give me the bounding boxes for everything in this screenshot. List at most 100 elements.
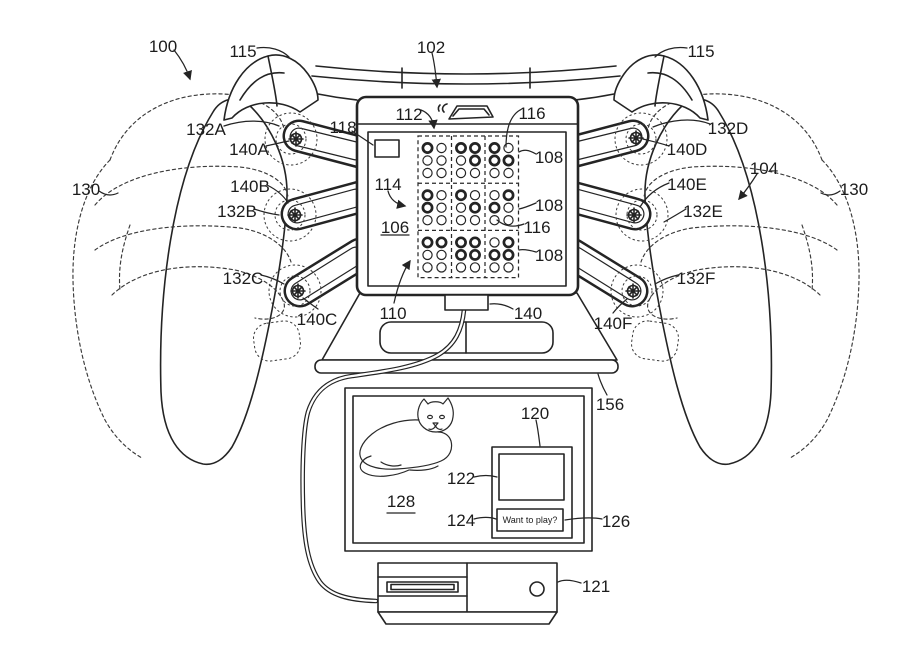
braille-dot-flat: [469, 214, 481, 226]
braille-dot-raised: [421, 142, 434, 154]
braille-dot-flat: [422, 167, 433, 179]
braille-dot-flat: [455, 214, 467, 226]
braille-dot-raised: [421, 236, 434, 249]
braille-dot-flat: [422, 155, 433, 166]
braille-dot-raised: [469, 201, 481, 214]
hand-right-phantom: [640, 93, 860, 459]
braille-grid-frame: [417, 135, 520, 279]
ref-label-108-mid: 108: [535, 196, 563, 215]
braille-dot-raised: [502, 189, 515, 202]
ref-label-140c: 140C: [297, 310, 338, 329]
console-base: [377, 611, 558, 625]
ref-label-100: 100: [149, 37, 177, 56]
braille-dot-flat: [436, 142, 447, 154]
hump-left: [223, 54, 319, 121]
thumb-phantoms: [253, 320, 679, 362]
hand-left-phantom: [72, 93, 292, 459]
tv-screen: [352, 395, 585, 544]
ref-label-115-left: 115: [229, 42, 256, 61]
braille-dot-flat: [436, 249, 447, 261]
ref-label-140a: 140A: [229, 140, 269, 159]
controller-bottom: [314, 292, 619, 374]
cat-drawing: [359, 397, 454, 477]
indicator-box-118: [374, 139, 400, 158]
braille-dot-raised: [469, 248, 481, 261]
ref-label-132e: 132E: [683, 202, 723, 221]
ref-label-156: 156: [596, 395, 624, 414]
fastener-screws: [287, 130, 644, 299]
content-box: [498, 453, 565, 501]
ref-label-126: 126: [602, 512, 630, 531]
braille-dot-flat: [469, 262, 481, 273]
ref-label-118: 118: [329, 118, 356, 137]
braille-dot-raised: [488, 142, 501, 154]
braille-dot-raised: [455, 248, 467, 261]
hump-right: [613, 54, 709, 121]
screw-140b: [287, 207, 303, 223]
ref-label-132c: 132C: [223, 269, 264, 288]
braille-dot-flat: [503, 142, 514, 154]
tv-display: Want to play?: [344, 387, 593, 552]
ref-label-108-bottom: 108: [535, 246, 563, 265]
power-button: [529, 581, 545, 597]
braille-dot-raised: [421, 189, 434, 202]
ref-label-140d: 140D: [667, 140, 708, 159]
paddle-132b: [280, 180, 377, 231]
braille-dot-raised: [421, 201, 434, 214]
ref-label-132f: 132F: [677, 269, 716, 288]
braille-dot-raised: [469, 142, 481, 154]
paddle-132e: [555, 180, 652, 231]
ref-label-112: 112: [395, 105, 422, 124]
game-console: [377, 562, 558, 625]
ref-label-116-mid: 116: [523, 218, 550, 237]
braille-cells: [421, 142, 515, 273]
braille-dot-flat: [436, 189, 447, 201]
braille-dot-raised: [502, 154, 515, 167]
cable-assembly: [300, 294, 489, 604]
braille-dot-flat: [436, 167, 447, 179]
screw-140e: [626, 207, 642, 223]
braille-dot-flat: [503, 262, 514, 273]
braille-dot-flat: [436, 155, 447, 166]
paddle-132f: [555, 237, 649, 308]
ref-label-132a: 132A: [186, 120, 226, 139]
ref-label-108-top: 108: [535, 148, 563, 167]
braille-dot-flat: [469, 189, 481, 201]
braille-dot-flat: [436, 202, 447, 213]
ref-label-122: 122: [447, 469, 475, 488]
braille-dot-flat: [422, 214, 433, 226]
braille-dot-flat: [503, 202, 514, 213]
latch: [448, 105, 494, 120]
paddles: [280, 119, 652, 308]
screw-140f: [625, 283, 641, 299]
screw-140a: [288, 131, 304, 147]
braille-dot-flat: [455, 262, 467, 273]
braille-dot-raised: [455, 142, 467, 154]
braille-dot-flat: [436, 214, 447, 226]
braille-dot-raised: [455, 189, 467, 202]
braille-dot-raised: [488, 248, 501, 261]
braille-dot-raised: [455, 236, 467, 249]
braille-dot-flat: [455, 155, 467, 166]
ref-label-140e: 140E: [667, 175, 707, 194]
prompt-button: [496, 508, 564, 532]
disc-slot: [386, 581, 459, 593]
reference-numerals: 100 115 102 115 132A 140A 118 112 116 13…: [72, 37, 868, 596]
prompt-button-text: Want to play?: [503, 515, 558, 525]
braille-dot-raised: [435, 236, 448, 249]
ref-label-124: 124: [447, 511, 475, 530]
paddle-132a: [282, 119, 377, 169]
ref-label-128: 128: [387, 492, 415, 511]
braille-dot-raised: [469, 236, 481, 249]
ref-label-115-right: 115: [687, 42, 714, 61]
ref-label-140: 140: [514, 304, 542, 323]
ref-label-102: 102: [417, 38, 445, 57]
display-screen: [367, 131, 567, 287]
bottom-edge-strip: [314, 359, 619, 374]
ref-label-140b: 140B: [230, 177, 270, 196]
connector-140: [444, 294, 489, 311]
screw-140c: [290, 283, 306, 299]
ref-label-116-top: 116: [518, 104, 545, 123]
